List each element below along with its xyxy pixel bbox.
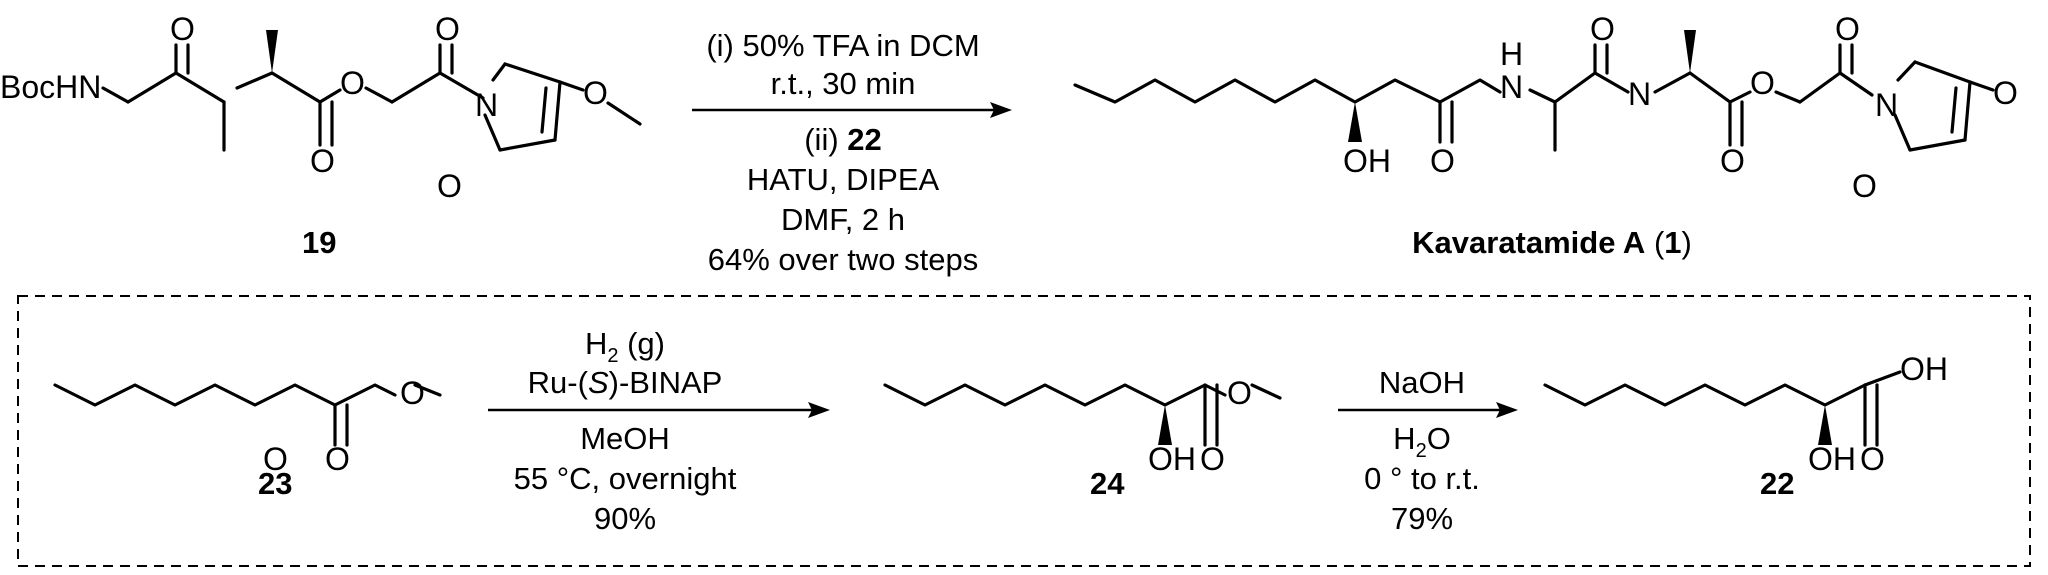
atom-n-kav-amide: N — [1500, 69, 1523, 105]
atom-o-kav-c: O — [1720, 143, 1745, 179]
atom-o-19c: O — [340, 65, 365, 101]
condition-a-hydrogen: H2 (g) — [585, 326, 665, 367]
atom-o-kav-ring: O — [1852, 168, 1877, 204]
condition-b-solvent: H2O — [1393, 421, 1451, 462]
compound-19-structure: BocHN O O O O — [0, 11, 642, 179]
atom-o-23a: O — [325, 441, 350, 477]
condition-step2-line1: (ii) 22 — [804, 122, 882, 157]
atom-n-kav-methyl: N — [1628, 76, 1651, 112]
dashed-inset-frame — [17, 295, 2031, 567]
atom-o-19f: O — [437, 168, 462, 204]
compound-label-22: 22 — [1760, 466, 1794, 501]
compound-23-structure — [53, 383, 442, 447]
condition-a-temperature: 55 °C, overnight — [514, 461, 737, 496]
atom-o-kav-ester: O — [1750, 65, 1775, 101]
arrow-head-a — [808, 402, 830, 418]
atom-o-23c: O — [263, 441, 288, 477]
atom-o-24b: O — [1227, 375, 1252, 411]
condition-a-yield: 90% — [594, 501, 656, 536]
atom-h-kav-amide: H — [1500, 36, 1523, 72]
compound-label-19: 19 — [302, 225, 336, 260]
arrow-head-b — [1496, 402, 1518, 418]
kavaratamide-a-structure — [1073, 30, 1995, 152]
atom-n-kav-ring: N — [1875, 87, 1898, 123]
atom-o-kav-amide: O — [1430, 143, 1455, 179]
condition-step1-line1: (i) 50% TFA in DCM — [706, 28, 979, 63]
condition-solvent-time: DMF, 2 h — [781, 202, 905, 237]
atom-o-24a: O — [1200, 441, 1225, 477]
compound-24-structure — [883, 383, 1282, 447]
atom-o-22-carbonyl: O — [1860, 441, 1885, 477]
compound-label-24: 24 — [1090, 466, 1125, 501]
condition-yield: 64% over two steps — [708, 242, 979, 277]
atom-oh-22-acid: OH — [1900, 351, 1948, 387]
condition-a-catalyst: Ru-(S)-BINAP — [528, 365, 723, 400]
atom-o-kav-b: O — [1590, 11, 1615, 47]
atom-o-19b: O — [310, 143, 335, 179]
compound-22-structure — [1543, 370, 1902, 447]
product-name-label: Kavaratamide A (1) — [1412, 225, 1692, 260]
condition-coupling-reagents: HATU, DIPEA — [747, 162, 940, 197]
atom-oh-kavaratamide: OH — [1343, 143, 1391, 179]
atom-oh-22-alcohol: OH — [1808, 441, 1856, 477]
atom-o-19d: O — [435, 11, 460, 47]
atom-o-kav-methoxy: O — [1993, 75, 2018, 111]
atom-o-19a: O — [170, 11, 195, 47]
atom-o-kav-d: O — [1835, 11, 1860, 47]
arrow-head-top — [990, 102, 1012, 118]
bochn-label: BocHN — [0, 69, 101, 105]
atom-o-19e: O — [583, 75, 608, 111]
atom-n-19: N — [475, 87, 498, 123]
condition-a-solvent: MeOH — [580, 421, 670, 456]
atom-oh-24: OH — [1148, 441, 1196, 477]
compound-label-23: 23 — [258, 466, 292, 501]
condition-b-reagent: NaOH — [1379, 365, 1465, 400]
condition-b-yield: 79% — [1391, 501, 1453, 536]
condition-b-temperature: 0 ° to r.t. — [1364, 461, 1480, 496]
atom-o-23b: O — [400, 375, 425, 411]
condition-step1-line2: r.t., 30 min — [771, 66, 916, 101]
